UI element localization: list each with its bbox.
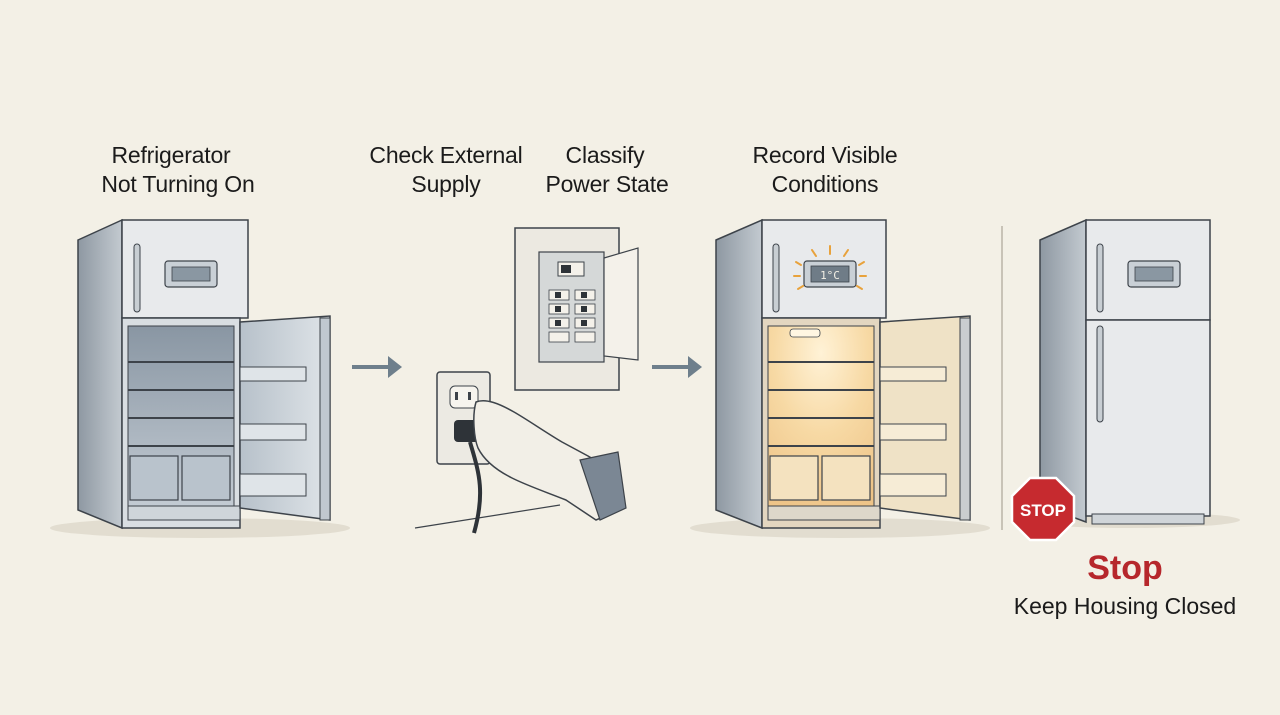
stop-sign-text: STOP: [1020, 501, 1066, 520]
display-reading: 1°C: [820, 269, 840, 282]
hand-icon: [473, 400, 627, 521]
stop-subtitle: Keep Housing Closed: [1013, 593, 1237, 619]
fridge-open-lit: 1°C: [690, 218, 990, 538]
light-glow-icon: [793, 245, 867, 290]
right-arrow-icon: [652, 356, 702, 378]
fridge-open-unlit: [50, 218, 350, 538]
step-label-check-external-supply: Check External Supply: [369, 142, 523, 197]
wall-outlet-with-plug: [414, 371, 627, 534]
stop-title: Stop: [1087, 549, 1163, 587]
step-label-refrigerator-not-turning-on: Refrigerator Not Turning On: [101, 142, 255, 197]
step-label-classify-power-state: Classify Power State: [545, 142, 669, 197]
step-label-record-visible-conditions: Record Visible Conditions: [752, 142, 898, 197]
breaker-panel: [514, 227, 639, 391]
right-arrow-icon: [352, 356, 402, 378]
stop-sign-icon: STOP: [1010, 476, 1076, 542]
fridge-closed: [1020, 218, 1240, 528]
